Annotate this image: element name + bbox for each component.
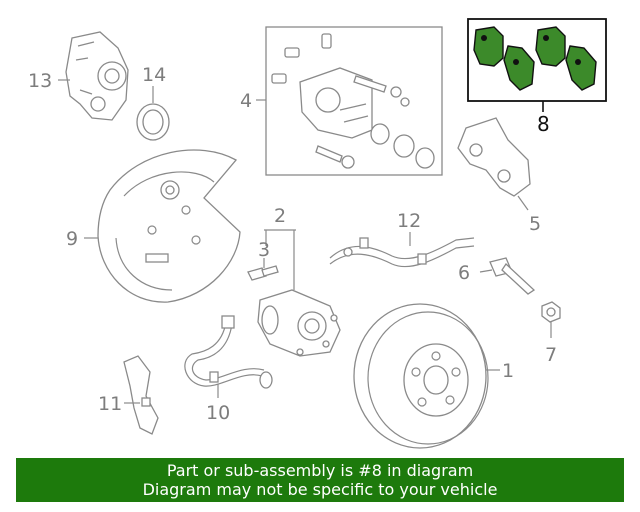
part-14-seal (136, 103, 170, 141)
part-1-rotor (353, 303, 489, 449)
callout-7: 7 (545, 344, 557, 366)
callout-5: 5 (529, 213, 541, 235)
part-8-pads (473, 26, 597, 91)
banner-line-2: Diagram may not be specific to your vehi… (142, 480, 498, 499)
part-9-backing-plate (97, 149, 241, 303)
callout-10: 10 (206, 402, 230, 424)
part-6-bolt (489, 257, 536, 295)
part-3-bolt (247, 265, 279, 281)
banner-line-1: Part or sub-assembly is #8 in diagram (166, 461, 474, 480)
callout-13: 13 (28, 70, 52, 92)
callout-4: 4 (240, 90, 252, 112)
part-5-bracket (457, 117, 531, 197)
part-12-sensor-harness (329, 237, 475, 268)
callout-8: 8 (537, 112, 550, 136)
callout-2: 2 (274, 205, 286, 227)
fitment-banner: Part or sub-assembly is #8 in diagram Di… (16, 458, 624, 502)
callout-1: 1 (502, 360, 514, 382)
part-10-hose (184, 315, 273, 389)
callout-6: 6 (458, 262, 470, 284)
part-7-nut (541, 301, 561, 323)
part-4-caliper (271, 33, 435, 169)
part-13-actuator (65, 31, 129, 121)
part-11-clip (123, 355, 159, 435)
leader-2 (264, 229, 296, 290)
callout-11: 11 (98, 393, 122, 415)
callout-14: 14 (142, 64, 166, 86)
caliper-group-box (265, 26, 443, 176)
callout-9: 9 (66, 228, 78, 250)
part-2-hub (257, 289, 341, 357)
leader-6 (479, 269, 493, 273)
leader-5 (517, 195, 529, 211)
pad-group-box (467, 18, 607, 102)
callout-3: 3 (258, 239, 270, 261)
callout-12: 12 (397, 210, 421, 232)
